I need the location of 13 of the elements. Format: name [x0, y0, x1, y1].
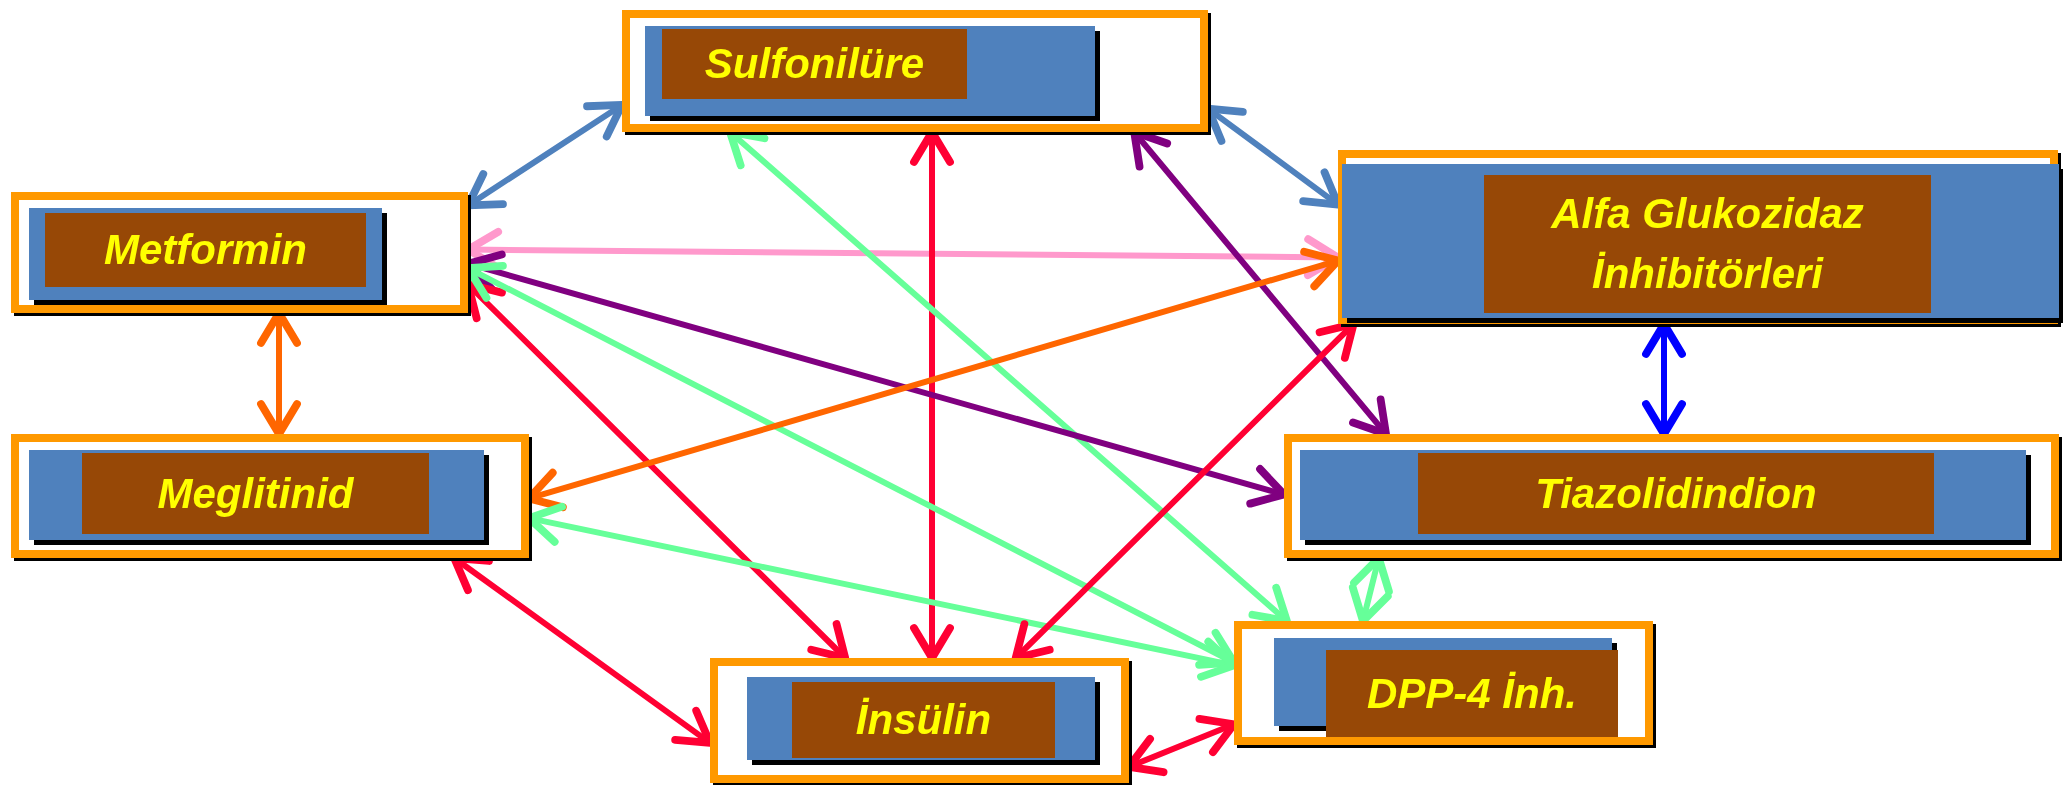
node-label: İnsülin: [792, 682, 1055, 758]
node-box: [710, 658, 1129, 783]
node-label: Meglitinid: [82, 453, 429, 534]
node-label: Metformin: [45, 213, 366, 287]
node-label: Sulfonilüre: [662, 29, 967, 99]
node-box: [1234, 621, 1653, 745]
node-box: [1284, 434, 2059, 558]
node-box: [622, 10, 1208, 132]
node-label: DPP-4 İnh.: [1326, 650, 1618, 737]
node-label: Alfa Glukozidaz İnhibitörleri: [1484, 175, 1931, 313]
node-label: Tiazolidindion: [1418, 453, 1934, 534]
node-box: [11, 434, 529, 558]
node-box: [11, 192, 468, 313]
